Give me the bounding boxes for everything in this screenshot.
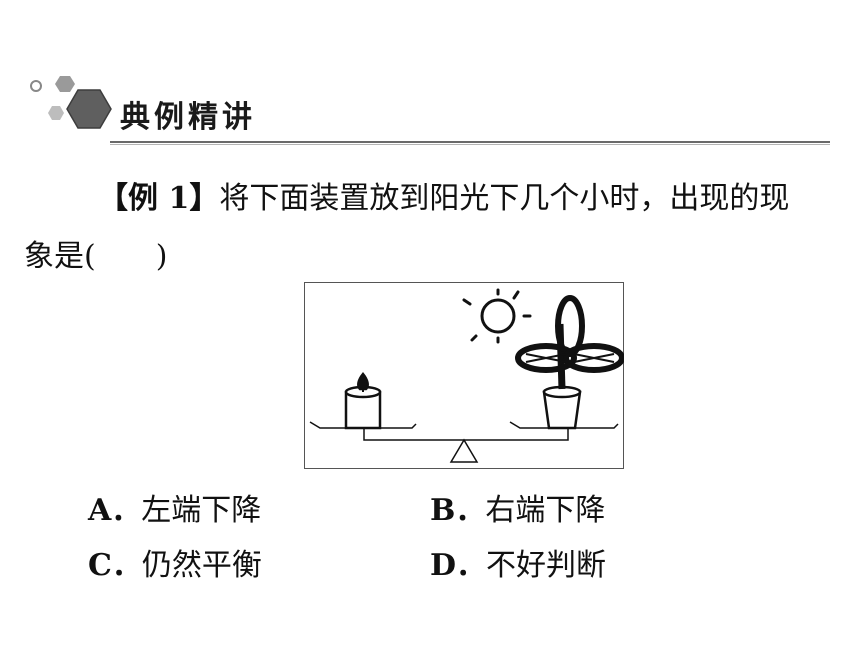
question-text-line1: 将下面装置放到阳光下几个小时，出现的现 bbox=[219, 181, 790, 216]
large-hexagon-icon bbox=[67, 90, 111, 128]
small-circle-icon bbox=[30, 80, 42, 92]
small-hexagon-icon bbox=[55, 76, 75, 92]
option-b-letter: B． bbox=[430, 493, 486, 528]
question-text-line2-start: 象是( bbox=[24, 239, 96, 274]
header-divider bbox=[110, 141, 830, 143]
option-d[interactable]: D．不好判断 bbox=[430, 540, 606, 584]
option-c-text: 仍然平衡 bbox=[141, 548, 262, 583]
header-decoration bbox=[30, 76, 112, 129]
sun-icon bbox=[462, 288, 532, 344]
option-a-letter: A． bbox=[88, 493, 142, 528]
fulcrum-icon bbox=[449, 438, 479, 463]
option-d-letter: D． bbox=[430, 548, 487, 583]
question-block: 【例 1】将下面装置放到阳光下几个小时，出现的现 象是() bbox=[24, 170, 844, 286]
potted-plant-icon bbox=[515, 295, 624, 430]
option-c[interactable]: C．仍然平衡 bbox=[88, 540, 262, 584]
section-title: 典例精讲 bbox=[120, 100, 256, 135]
figure-frame bbox=[304, 282, 624, 469]
option-a[interactable]: A．左端下降 bbox=[88, 485, 261, 529]
balance-figure bbox=[304, 282, 624, 469]
option-b-text: 右端下降 bbox=[485, 493, 606, 528]
option-c-letter: C． bbox=[88, 548, 142, 583]
option-b[interactable]: B．右端下降 bbox=[430, 485, 605, 529]
header-divider-shadow bbox=[110, 144, 830, 145]
question-text-line2-end: ) bbox=[155, 239, 168, 274]
candle-icon bbox=[344, 372, 382, 430]
option-d-text: 不好判断 bbox=[486, 548, 607, 583]
tiny-hexagon-icon bbox=[48, 106, 64, 120]
question-tag: 【例 1】 bbox=[98, 181, 220, 216]
option-a-text: 左端下降 bbox=[141, 493, 262, 528]
